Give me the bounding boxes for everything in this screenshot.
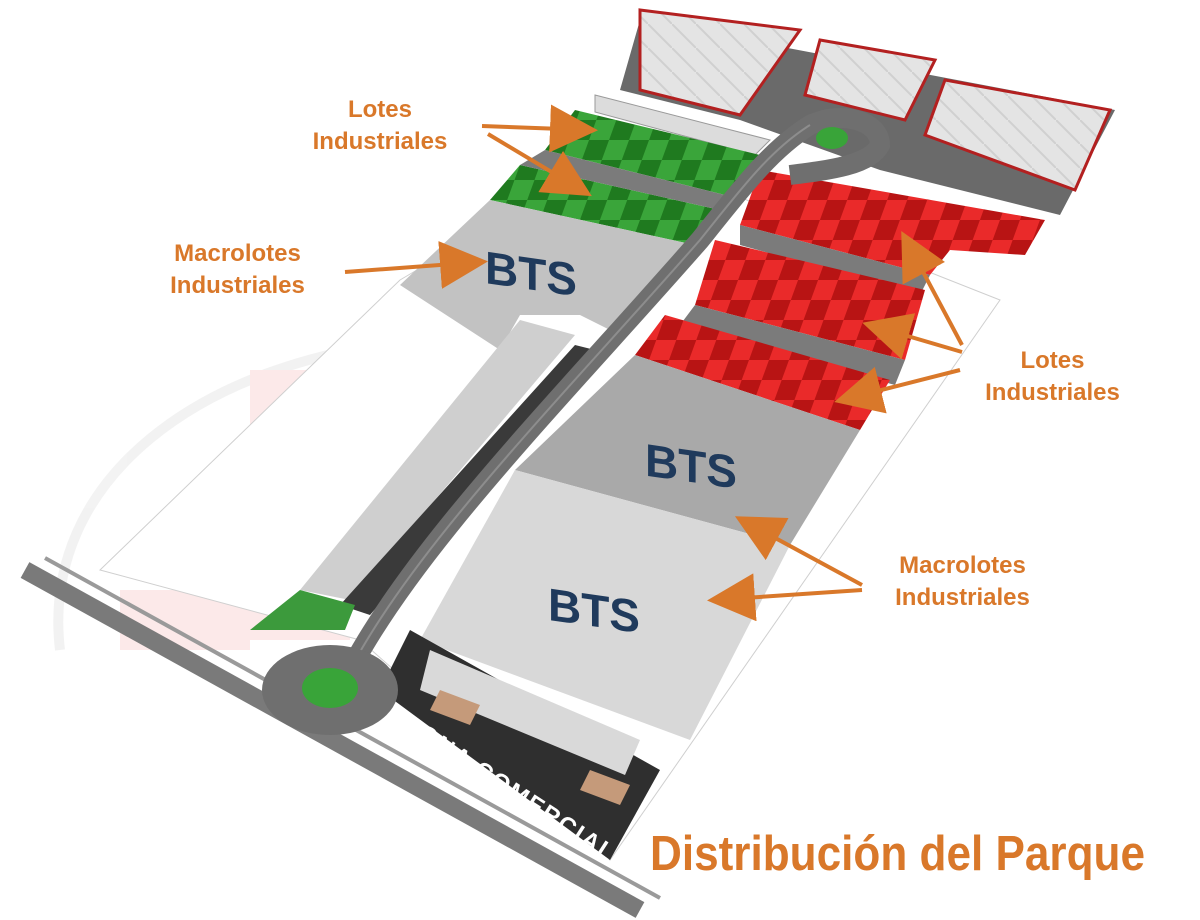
callout-line: Industriales <box>312 128 448 155</box>
callout-line: Industriales <box>985 379 1120 406</box>
roundabout-bottom <box>262 645 398 735</box>
callout-line: Industriales <box>170 272 305 299</box>
page-title: Distribución del Parque <box>650 827 1145 881</box>
callout-macrolots-top: Macrolotes Industriales <box>150 238 325 302</box>
commercial-zone-block <box>380 630 660 860</box>
macrolot-bts-lower <box>420 470 790 740</box>
callout-line: Lotes <box>347 96 412 123</box>
callout-industrial-lots-right: Lotes Industriales <box>965 345 1140 409</box>
callout-line: Industriales <box>895 584 1030 611</box>
callout-arrows <box>344 104 964 622</box>
callout-line: Macrolotes <box>899 552 1026 579</box>
roundabout-top <box>816 127 848 149</box>
macrolot-bts-top <box>400 200 695 350</box>
callout-line: Lotes <box>1020 347 1085 374</box>
callout-line: Macrolotes <box>174 240 301 267</box>
bts-label-middle: BTS <box>645 434 737 499</box>
bts-label-top: BTS <box>485 241 577 306</box>
callout-macrolots-right: Macrolotes Industriales <box>870 550 1055 614</box>
macrolot-bts-middle <box>515 355 860 545</box>
left-warehouse-strip <box>250 320 595 630</box>
bts-label-bottom: BTS <box>548 578 640 643</box>
callout-industrial-lots-top: Lotes Industriales <box>290 94 470 158</box>
internal-road <box>330 107 891 695</box>
